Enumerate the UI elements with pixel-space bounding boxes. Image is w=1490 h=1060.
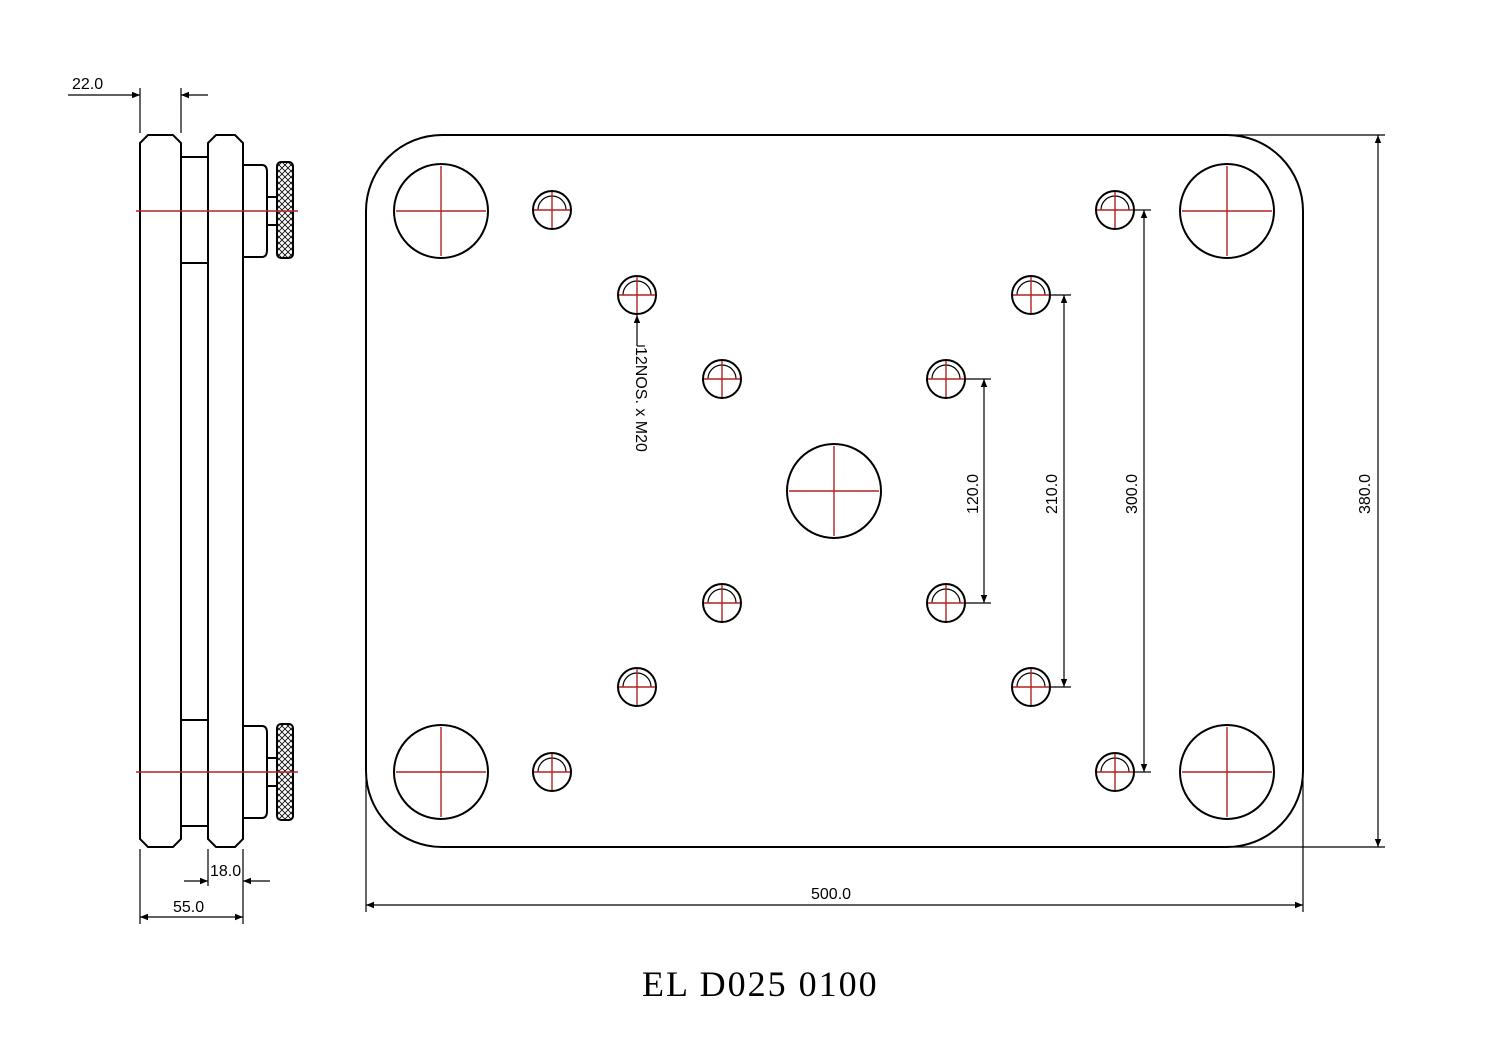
dim-pitch-outer: 300.0	[1124, 209, 1151, 773]
tapped-hole	[617, 275, 657, 315]
dim-pitch-inner: 120.0	[965, 378, 991, 604]
top-clamp-screw	[243, 161, 294, 259]
dim-label-55: 55.0	[173, 899, 204, 916]
tapped-hole	[926, 359, 966, 399]
tapped-hole	[702, 583, 742, 623]
dim-plate-width: 500.0	[365, 780, 1304, 912]
dim-side-spacer: 18.0	[184, 849, 270, 924]
dim-label-210: 210.0	[1044, 474, 1061, 514]
tapped-hole	[702, 359, 742, 399]
dim-label-380: 380.0	[1357, 474, 1374, 514]
corner-hole	[393, 163, 489, 259]
corner-hole	[1179, 724, 1275, 820]
side-view: 22.0 18.0 55.0	[68, 76, 298, 924]
dim-label-120: 120.0	[965, 474, 982, 514]
tapped-holes	[532, 190, 1135, 792]
main-plate-outline	[365, 134, 1304, 848]
tapped-hole	[532, 752, 572, 792]
corner-holes	[393, 163, 1275, 820]
dim-label-500: 500.0	[811, 886, 851, 903]
dim-label-300: 300.0	[1124, 474, 1141, 514]
tapped-hole	[1095, 752, 1135, 792]
side-plate-right	[207, 134, 244, 848]
center-hole	[786, 443, 882, 539]
hole-callout: 12NOS. x M20	[632, 315, 649, 452]
dim-side-plate-thickness: 22.0	[68, 76, 208, 133]
tapped-hole	[617, 667, 657, 707]
side-spacer-top	[180, 156, 209, 264]
dim-label-18: 18.0	[210, 863, 241, 880]
dim-side-overall: 55.0	[139, 849, 243, 924]
dim-plate-height: 380.0	[1230, 134, 1385, 848]
corner-hole	[1179, 163, 1275, 259]
drawing-number: EL D025 0100	[642, 964, 879, 1004]
tapped-hole	[1011, 275, 1051, 315]
side-spacer-bottom	[180, 719, 209, 827]
tapped-hole	[1011, 667, 1051, 707]
side-plate-left	[139, 134, 182, 848]
corner-hole	[393, 724, 489, 820]
dim-label-22: 22.0	[72, 76, 103, 93]
dim-pitch-middle: 210.0	[1044, 294, 1071, 688]
tapped-hole	[532, 190, 572, 230]
front-view: 12NOS. x M20 120.0 210.0 300.0	[365, 134, 1385, 912]
tapped-hole	[926, 583, 966, 623]
hole-callout-text: 12NOS. x M20	[632, 347, 649, 452]
knurled-knob-top	[276, 161, 294, 259]
tapped-hole	[1095, 190, 1135, 230]
